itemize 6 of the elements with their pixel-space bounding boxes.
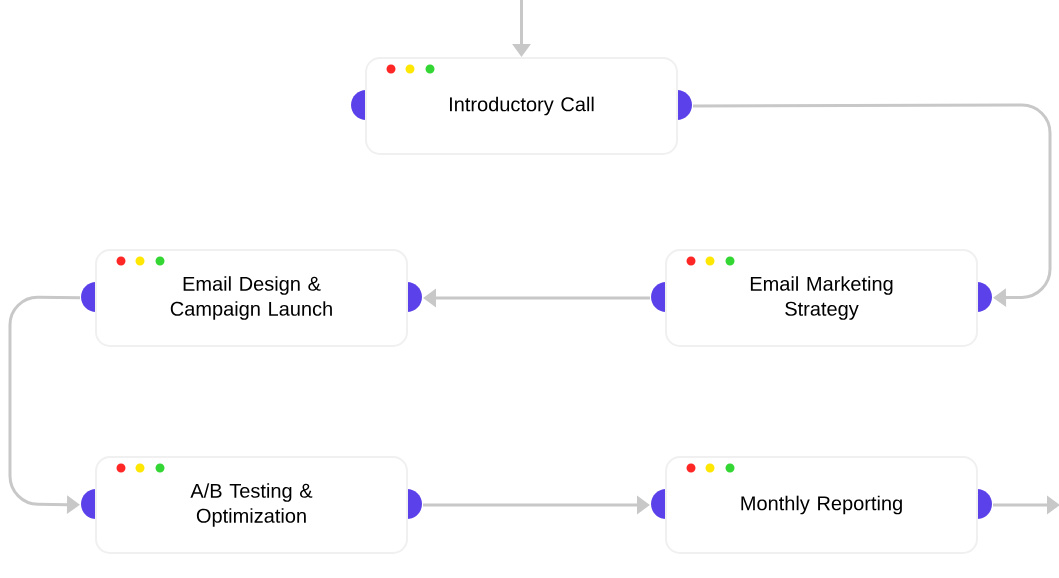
process-box: Email Design & Campaign Launch: [95, 249, 408, 347]
process-box: Monthly Reporting: [665, 456, 978, 554]
process-box: Introductory Call: [365, 57, 678, 155]
arrow: [693, 103, 1052, 308]
process-box: Email Marketing Strategy: [665, 249, 978, 347]
process-box: A/B Testing & Optimization: [95, 456, 408, 554]
